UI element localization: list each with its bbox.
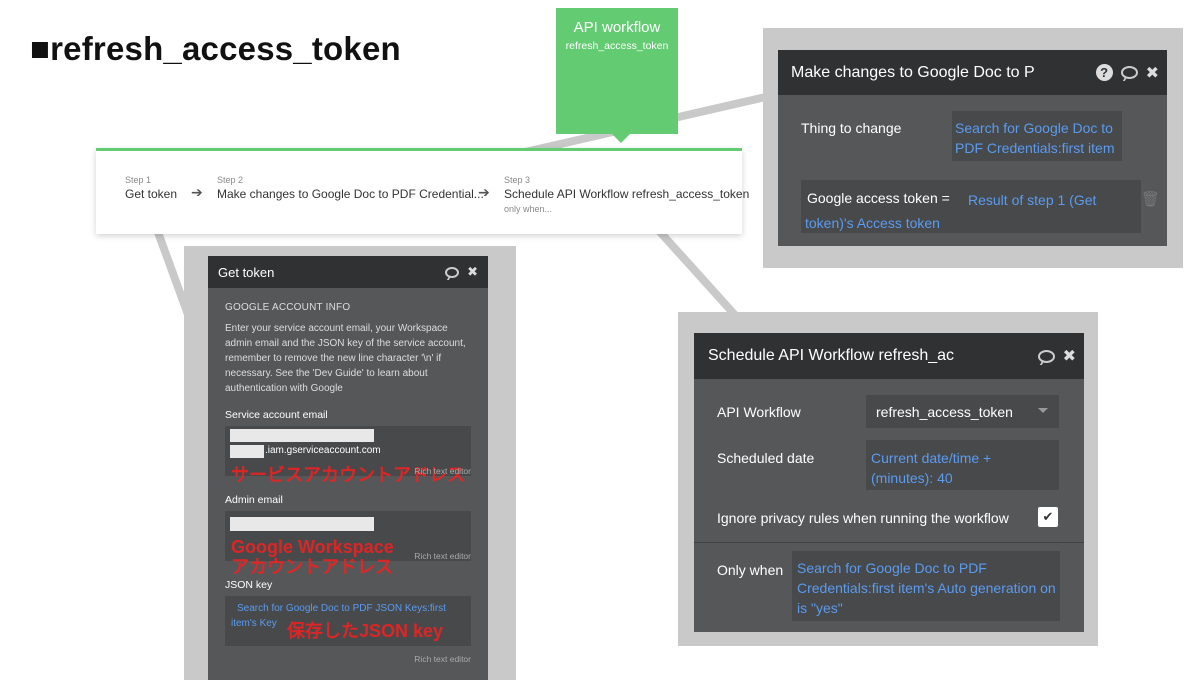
step-1[interactable]: Step 1 Get token [125,175,177,201]
scheduled-date-field[interactable]: Current date/time + (minutes): 40 [866,440,1059,490]
arrow-right-icon: ➔ [478,184,490,200]
admin-email-label: Admin email [225,494,283,506]
divider [694,542,1084,543]
panel-title: Make changes to Google Doc to P [791,63,1035,81]
step-2[interactable]: Step 2 Make changes to Google Doc to PDF… [217,175,484,201]
workflow-steps-bar: Step 1 Get token ➔ Step 2 Make changes t… [96,148,749,234]
rich-text-label: Rich text editor [414,654,471,664]
scheduled-date-label: Scheduled date [717,450,815,466]
redacted-text [230,445,264,458]
redacted-text [230,429,374,442]
section-heading: GOOGLE ACCOUNT INFO [225,302,351,313]
ignore-privacy-label: Ignore privacy rules when running the wo… [717,510,1009,526]
step-label: Get token [125,187,178,201]
access-token-label: Google access token = [807,190,950,206]
make-changes-panel: Make changes to Google Doc to P ? ✖ Thin… [778,50,1167,246]
annotation-admin-2: アカウントアドレス [231,557,393,577]
only-when-field[interactable]: Search for Google Doc to PDF Credentials… [792,551,1060,621]
api-workflow-label: API Workflow [717,404,801,420]
only-when-label: Only when [717,562,784,578]
step-label: Schedule API Workflow refresh_access_tok… [504,187,750,201]
annotation-service-account: サービスアカウントアドレス [231,465,465,485]
access-token-value[interactable]: Result of step 1 (Get token)'s Access to… [805,192,1097,231]
rich-text-label: Rich text editor [414,551,471,561]
access-token-field[interactable]: Google access token = Result of step 1 (… [801,180,1141,233]
close-icon[interactable]: ✖ [1145,64,1159,82]
only-when-value[interactable]: Search for Google Doc to PDF Credentials… [797,560,1056,616]
step-number: Step 3 [504,175,531,185]
step-3[interactable]: Step 3 Schedule API Workflow refresh_acc… [504,175,749,214]
section-description: Enter your service account email, your W… [225,323,466,394]
page-title: ■refresh_access_token [30,30,401,67]
chevron-down-icon [1038,408,1048,413]
annotation-json-key: 保存したJSON key [287,621,444,641]
panel-header: Get token ✖ [208,256,488,288]
panel-header: Make changes to Google Doc to P ? ✖ [778,50,1167,95]
admin-email-field[interactable]: Google Workspace アカウントアドレス Rich text edi… [225,511,471,577]
step-number: Step 1 [125,175,152,185]
api-workflow-label: API workflow [573,19,661,36]
panel-header: Schedule API Workflow refresh_ac ✖ [694,333,1084,379]
trash-icon[interactable]: 🗑 [1141,191,1161,208]
api-workflow-dropdown[interactable]: refresh_access_token [866,395,1059,428]
close-icon[interactable]: ✖ [467,264,478,279]
step-condition: only when... [504,204,553,214]
comment-icon[interactable] [1037,349,1055,363]
comment-icon[interactable] [1120,66,1138,79]
panel-title: Schedule API Workflow refresh_ac [708,347,955,364]
schedule-panel: Schedule API Workflow refresh_ac ✖ API W… [694,333,1084,632]
get-token-panel: Get token ✖ GOOGLE ACCOUNT INFO Enter yo… [208,256,488,680]
scheduled-date-value[interactable]: Current date/time + (minutes): 40 [871,450,992,486]
ignore-privacy-checkbox[interactable]: ✔ [1038,507,1058,527]
arrow-right-icon: ➔ [191,184,203,200]
json-key-field[interactable]: Search for Google Doc to PDF JSON Keys:f… [225,596,471,646]
annotation-admin-1: Google Workspace [231,537,394,557]
api-workflow-card[interactable]: API workflow refresh_access_token [556,8,678,134]
api-workflow-name: refresh_access_token [565,40,669,52]
thing-to-change-value[interactable]: Search for Google Doc to PDF Credentials… [955,120,1115,156]
rich-text-label: Rich text editor [414,466,471,476]
comment-icon[interactable] [445,266,460,278]
dropdown-value: refresh_access_token [876,404,1013,420]
step-number: Step 2 [217,175,244,185]
api-workflow-pointer [612,134,630,143]
service-email-label: Service account email [225,409,328,421]
thing-to-change-label: Thing to change [801,120,902,136]
panel-title: Get token [218,264,275,280]
thing-to-change-field[interactable]: Search for Google Doc to PDF Credentials… [952,111,1122,161]
close-icon[interactable]: ✖ [1062,348,1076,365]
help-icon[interactable]: ? [1095,64,1113,81]
step-label: Make changes to Google Doc to PDF Creden… [217,187,484,201]
json-key-label: JSON key [225,579,273,591]
redacted-text [230,517,374,531]
service-email-suffix: .iam.gserviceaccount.com [265,445,381,456]
service-email-field[interactable]: .iam.gserviceaccount.com サービスアカウントアドレス R… [225,426,471,485]
json-key-value[interactable]: Search for Google Doc to PDF JSON Keys:f… [231,603,446,629]
